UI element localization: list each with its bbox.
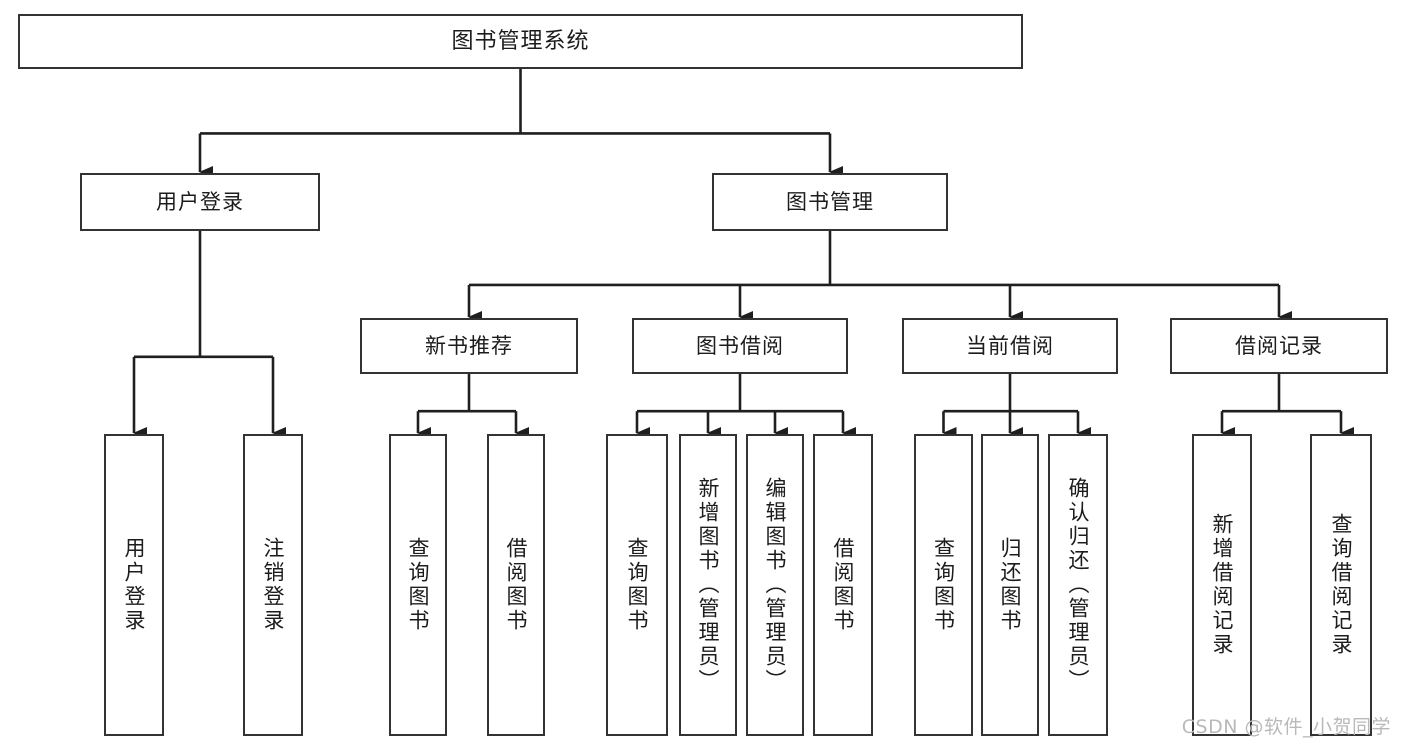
node-label-user-login: 用户登录 bbox=[156, 189, 244, 214]
node-label-leaf-return-book: 归还图书 bbox=[998, 537, 1023, 633]
node-leaf-query-book-3[interactable]: 查询图书 bbox=[914, 434, 973, 736]
node-label-leaf-user-logout: 注销登录 bbox=[261, 537, 286, 633]
watermark-text: CSDN @软件_小贺同学 bbox=[1181, 716, 1391, 738]
node-leaf-query-book-1[interactable]: 查询图书 bbox=[389, 434, 447, 736]
node-leaf-borrow-book-1[interactable]: 借阅图书 bbox=[487, 434, 545, 736]
node-new-book-recommend[interactable]: 新书推荐 bbox=[360, 318, 578, 374]
node-book-borrow[interactable]: 图书借阅 bbox=[632, 318, 848, 374]
node-leaf-edit-book[interactable]: 编辑图书（管理员） bbox=[746, 434, 804, 736]
node-borrow-record[interactable]: 借阅记录 bbox=[1170, 318, 1388, 374]
node-label-current-borrow: 当前借阅 bbox=[966, 333, 1054, 358]
node-leaf-user-login[interactable]: 用户登录 bbox=[104, 434, 164, 736]
node-label-leaf-user-login: 用户登录 bbox=[122, 537, 147, 633]
node-label-leaf-query-book-3: 查询图书 bbox=[931, 537, 956, 633]
node-label-leaf-add-borrow-record: 新增借阅记录 bbox=[1210, 513, 1235, 657]
node-leaf-confirm-return[interactable]: 确认归还（管理员） bbox=[1048, 434, 1108, 736]
node-label-leaf-borrow-book-1: 借阅图书 bbox=[504, 537, 529, 633]
node-leaf-user-logout[interactable]: 注销登录 bbox=[243, 434, 303, 736]
node-label-leaf-query-borrow-record: 查询借阅记录 bbox=[1329, 513, 1354, 657]
node-leaf-borrow-book-2[interactable]: 借阅图书 bbox=[813, 434, 873, 736]
node-label-leaf-borrow-book-2: 借阅图书 bbox=[831, 537, 856, 633]
node-label-book-manage: 图书管理 bbox=[786, 189, 874, 214]
node-label-leaf-query-book-1: 查询图书 bbox=[406, 537, 431, 633]
node-leaf-add-book[interactable]: 新增图书（管理员） bbox=[679, 434, 737, 736]
node-label-book-borrow: 图书借阅 bbox=[696, 333, 784, 358]
node-label-new-book-recommend: 新书推荐 bbox=[425, 333, 513, 358]
node-label-leaf-add-book: 新增图书（管理员） bbox=[696, 477, 721, 693]
node-current-borrow[interactable]: 当前借阅 bbox=[902, 318, 1118, 374]
node-label-leaf-query-book-2: 查询图书 bbox=[625, 537, 650, 633]
node-user-login[interactable]: 用户登录 bbox=[80, 173, 320, 231]
node-leaf-add-borrow-record[interactable]: 新增借阅记录 bbox=[1192, 434, 1252, 736]
node-label-borrow-record: 借阅记录 bbox=[1235, 333, 1323, 358]
node-book-manage[interactable]: 图书管理 bbox=[712, 173, 948, 231]
node-label-root: 图书管理系统 bbox=[451, 28, 590, 54]
node-leaf-query-book-2[interactable]: 查询图书 bbox=[606, 434, 668, 736]
node-leaf-return-book[interactable]: 归还图书 bbox=[981, 434, 1039, 736]
node-label-leaf-edit-book: 编辑图书（管理员） bbox=[763, 477, 788, 693]
node-root[interactable]: 图书管理系统 bbox=[18, 14, 1023, 69]
node-leaf-query-borrow-record[interactable]: 查询借阅记录 bbox=[1310, 434, 1372, 736]
node-label-leaf-confirm-return: 确认归还（管理员） bbox=[1066, 477, 1091, 693]
